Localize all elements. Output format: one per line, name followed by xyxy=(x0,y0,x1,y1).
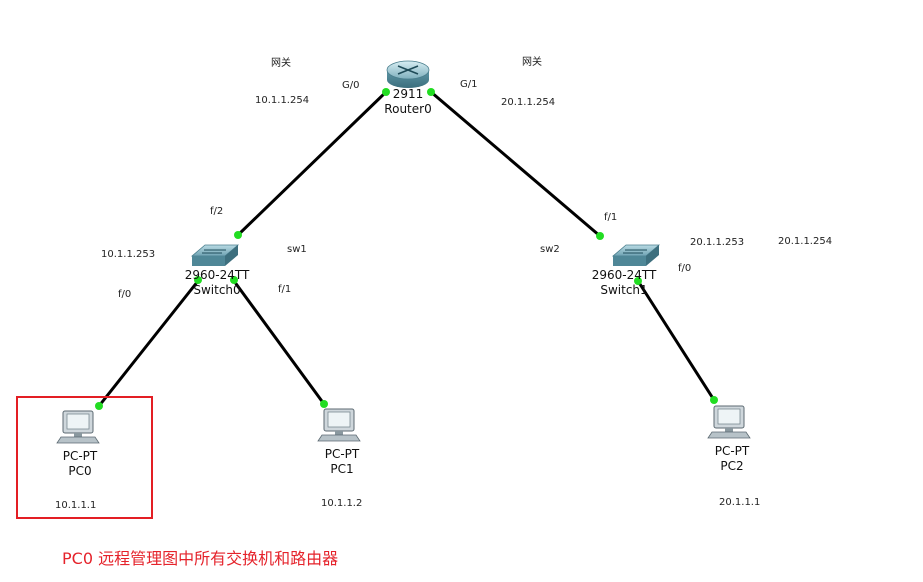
pc2-label: PC-PT PC2 xyxy=(700,444,764,474)
pc0-type: PC-PT xyxy=(62,449,98,463)
port-label-switch0-f1: f/1 xyxy=(278,284,292,295)
port-label-switch1-f1: f/1 xyxy=(604,212,618,223)
port-label-switch0-f0: f/0 xyxy=(118,289,132,300)
port-label-router-g0: G/0 xyxy=(342,80,360,91)
pc1-label: PC-PT PC1 xyxy=(310,447,374,477)
switch0-label: 2960-24TT Switch0 xyxy=(175,268,259,298)
port-dot-switch0-f1 xyxy=(230,276,238,284)
router0-label: 2911 Router0 xyxy=(378,87,438,117)
pc0-name: PC0 xyxy=(68,464,92,478)
link-switch0-pc1[interactable] xyxy=(232,279,326,406)
port-dot-router-g1 xyxy=(427,88,435,96)
gateway-right-label: 网关 xyxy=(522,57,542,68)
sw2-ip: 20.1.1.253 xyxy=(690,237,745,248)
switch1-name: Switch1 xyxy=(600,283,648,297)
port-dot-router-g0 xyxy=(382,88,390,96)
port-dot-switch0-f2 xyxy=(234,231,242,239)
pc2-type: PC-PT xyxy=(714,444,750,458)
pc0-label: PC-PT PC0 xyxy=(48,449,112,479)
router0-icon[interactable] xyxy=(386,60,430,88)
link-router-switch0[interactable] xyxy=(236,90,388,237)
switch1-model: 2960-24TT xyxy=(591,268,657,282)
gateway-left-label: 网关 xyxy=(271,58,291,69)
link-switch0-pc0[interactable] xyxy=(97,279,200,408)
pc2-ip: 20.1.1.1 xyxy=(719,497,761,508)
sw1-ip: 10.1.1.253 xyxy=(101,249,156,260)
port-dot-switch1-f0 xyxy=(634,277,642,285)
port-dot-pc2 xyxy=(710,396,718,404)
pc2-icon[interactable] xyxy=(707,405,751,439)
sw2-gateway-ip: 20.1.1.254 xyxy=(778,236,833,247)
router0-name: Router0 xyxy=(384,102,432,116)
link-switch1-pc2[interactable] xyxy=(636,279,716,402)
links xyxy=(97,90,716,408)
pc1-type: PC-PT xyxy=(324,447,360,461)
port-label-switch1-f0: f/0 xyxy=(678,263,692,274)
gateway-right-ip: 20.1.1.254 xyxy=(501,97,556,108)
sw2-alias: sw2 xyxy=(540,244,560,255)
pc1-ip: 10.1.1.2 xyxy=(321,498,363,509)
port-label-router-g1: G/1 xyxy=(460,79,478,90)
switch0-name: Switch0 xyxy=(193,283,241,297)
sw1-alias: sw1 xyxy=(287,244,307,255)
pc0-icon[interactable] xyxy=(56,410,100,444)
switch1-label: 2960-24TT Switch1 xyxy=(582,268,666,298)
link-router-switch1[interactable] xyxy=(429,90,602,238)
pc1-name: PC1 xyxy=(330,462,354,476)
router0-model: 2911 xyxy=(392,87,424,101)
switch0-model: 2960-24TT xyxy=(184,268,250,282)
port-dot-pc1 xyxy=(320,400,328,408)
switch1-icon[interactable] xyxy=(611,244,661,266)
port-dot-pc0 xyxy=(95,402,103,410)
port-dot-switch0-f0 xyxy=(194,276,202,284)
pc0-ip: 10.1.1.1 xyxy=(55,500,97,511)
pc0-highlight-box xyxy=(16,396,153,519)
gateway-left-ip: 10.1.1.254 xyxy=(255,95,310,106)
port-dots xyxy=(95,88,718,410)
switch0-icon[interactable] xyxy=(190,244,240,266)
pc1-icon[interactable] xyxy=(317,408,361,442)
pc2-name: PC2 xyxy=(720,459,744,473)
diagram-caption: PC0 远程管理图中所有交换机和路由器 xyxy=(62,549,339,568)
port-dot-switch1-f1 xyxy=(596,232,604,240)
port-label-switch0-f2: f/2 xyxy=(210,206,224,217)
